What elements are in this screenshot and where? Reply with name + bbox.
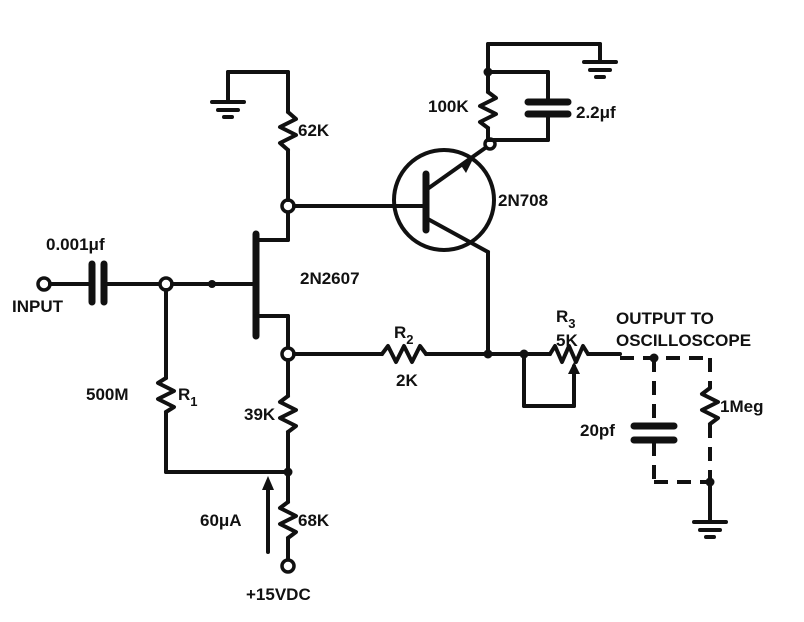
label-39k: 39K (244, 405, 276, 424)
resistor-r3 (486, 344, 622, 408)
label-2n708: 2N708 (498, 191, 548, 210)
resistor-62k (226, 70, 298, 202)
label-r1: R1 (178, 385, 198, 409)
label-input-capacitor: 0.001μf (46, 235, 105, 254)
ground-symbol-bottom-right (692, 520, 728, 539)
capacitor-2-2uf (486, 70, 572, 142)
label-20pf: 20pf (580, 421, 615, 440)
ground-wire-top (486, 42, 602, 74)
resistor-39k (278, 358, 298, 477)
label-60ua: 60μA (200, 511, 242, 530)
resistor-r2 (292, 344, 493, 364)
label-68k: 68K (298, 511, 330, 530)
label-1meg: 1Meg (720, 397, 763, 416)
jfet-2n2607 (252, 210, 290, 350)
supply-terminal (280, 558, 296, 574)
label-500m: 500M (86, 385, 129, 404)
label-15vdc: +15VDC (246, 585, 311, 604)
current-arrow (262, 476, 274, 554)
label-2k: 2K (396, 371, 418, 390)
gate-wire (170, 280, 256, 288)
resistor-68k (278, 470, 298, 562)
input-capacitor (88, 260, 162, 306)
resistor-100k (478, 67, 498, 141)
label-r2: R2 (394, 323, 414, 347)
label-62k: 62K (298, 121, 330, 140)
label-output-line2: OSCILLOSCOPE (616, 331, 751, 350)
label-r3: R3 (556, 307, 576, 331)
label-output-line1: OUTPUT TO (616, 309, 714, 328)
label-2n2607: 2N2607 (300, 269, 360, 288)
label-input: INPUT (12, 297, 64, 316)
input-terminal (36, 276, 92, 292)
ground-symbol-top-right (582, 60, 618, 79)
label-100k: 100K (428, 97, 469, 116)
output-dashed-network (620, 353, 720, 522)
label-5k: 5K (556, 331, 578, 350)
ground-symbol-top-left (210, 100, 246, 119)
label-2-2uf: 2.2μf (576, 103, 616, 122)
resistor-r1 (156, 288, 290, 474)
bjt-2n708 (392, 144, 496, 356)
